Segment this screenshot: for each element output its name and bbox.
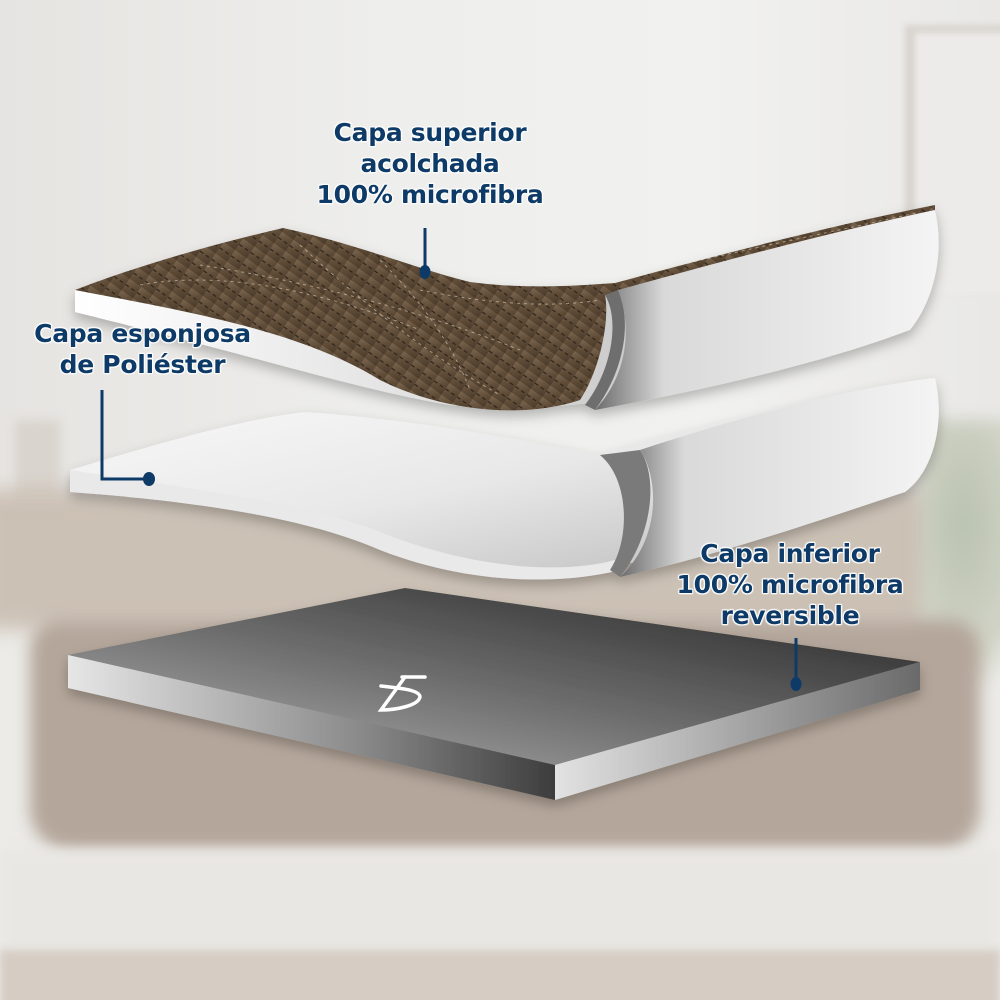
label-middle-line1: Capa esponjosa [34,319,251,348]
label-top-line3: 100% microfibra [316,180,544,209]
middle-foam-layer [70,378,939,580]
sofa-seat [0,850,1000,960]
lamp [15,420,60,500]
top-quilted-layer [75,205,939,411]
label-top-layer: Capa superior acolchada 100% microfibra [285,117,575,210]
label-bottom-line3: reversible [720,601,860,630]
label-middle-layer: Capa esponjosa de Poliéster [5,318,280,380]
floor [0,950,1000,1000]
callout-bottom [790,638,802,691]
label-bottom-layer: Capa inferior 100% microfibra reversible [640,538,940,631]
label-bottom-line2: 100% microfibra [676,570,904,599]
label-top-line2: acolchada [360,149,500,178]
callout-top [419,228,431,279]
brand-logo-icon [377,675,427,712]
bottom-layer-slab [68,588,920,800]
label-bottom-line1: Capa inferior [700,539,880,568]
label-top-line1: Capa superior [333,118,527,147]
label-middle-line2: de Poliéster [59,350,226,379]
callout-middle [100,390,155,486]
